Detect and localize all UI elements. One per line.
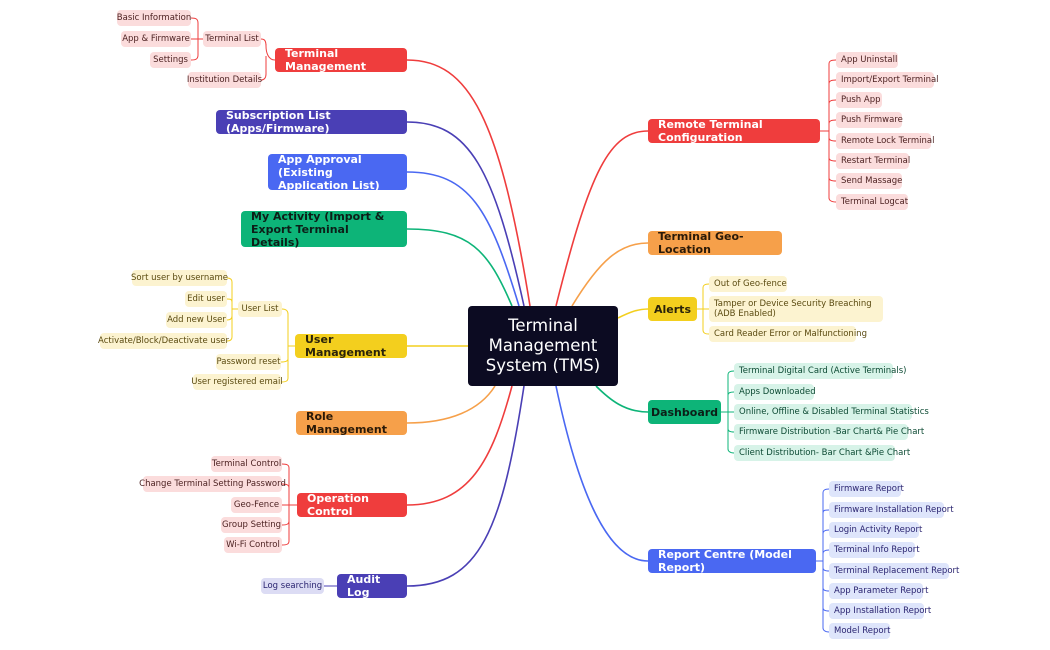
node-basic-information[interactable]: Basic Information	[117, 10, 191, 26]
node-terminal-info-report[interactable]: Terminal Info Report	[829, 542, 920, 558]
link-tm-sub	[260, 38, 276, 81]
node-user-registered-email[interactable]: User registered email	[191, 374, 283, 390]
link-user-list-items	[226, 277, 238, 342]
node-terminal-replacement-report[interactable]: Terminal Replacement Report	[829, 563, 959, 579]
link-report-centre	[555, 385, 649, 562]
node-institution-details[interactable]: Institution Details	[187, 72, 262, 88]
link-alerts	[617, 308, 649, 319]
node-app-uninstall[interactable]: App Uninstall	[836, 52, 898, 68]
node-terminal-control[interactable]: Terminal Control	[211, 456, 282, 472]
node-log-searching[interactable]: Log searching	[261, 578, 324, 594]
branch-dashboard[interactable]: Dashboard	[648, 400, 721, 424]
link-dashboard	[595, 385, 649, 413]
node-restart-terminal[interactable]: Restart Terminal	[836, 153, 910, 169]
node-password-reset[interactable]: Password reset	[216, 354, 281, 370]
link-oc-items	[281, 463, 297, 546]
node-group-setting[interactable]: Group Setting	[221, 517, 282, 533]
node-user-list[interactable]: User List	[238, 301, 282, 317]
node-import-export-terminal[interactable]: Import/Export Terminal	[836, 72, 939, 88]
link-subscription-list	[406, 121, 525, 307]
branch-operation-control[interactable]: Operation Control	[297, 492, 407, 518]
node-terminal-digital-card[interactable]: Terminal Digital Card (Active Terminals)	[734, 363, 906, 379]
link-audit-log	[406, 385, 525, 587]
central-topic[interactable]: Terminal Management System (TMS)	[468, 306, 618, 386]
node-edit-user[interactable]: Edit user	[185, 291, 227, 307]
branch-subscription-list[interactable]: Subscription List (Apps/Firmware)	[216, 109, 407, 135]
node-activate-block-user[interactable]: Activate/Block/Deactivate user	[98, 333, 229, 349]
node-app-parameter-report[interactable]: App Parameter Report	[829, 583, 928, 599]
node-apps-downloaded[interactable]: Apps Downloaded	[734, 384, 816, 400]
branch-role-management[interactable]: Role Management	[296, 410, 407, 436]
branch-report-centre[interactable]: Report Centre (Model Report)	[648, 548, 816, 574]
link-terminal-list-items	[190, 17, 203, 61]
node-tamper-security-breach[interactable]: Tamper or Device Security Breaching (ADB…	[709, 296, 883, 322]
node-sort-user[interactable]: Sort user by username	[131, 270, 228, 286]
node-model-report[interactable]: Model Report	[829, 623, 890, 639]
node-firmware-distribution[interactable]: Firmware Distribution -Bar Chart& Pie Ch…	[734, 424, 924, 440]
node-terminal-list[interactable]: Terminal List	[203, 31, 261, 47]
branch-user-management[interactable]: User Management	[295, 333, 407, 359]
link-operation-control	[406, 385, 513, 506]
link-um-sub	[280, 308, 295, 383]
node-login-activity-report[interactable]: Login Activity Report	[829, 522, 922, 538]
node-geo-fence[interactable]: Geo-Fence	[231, 497, 282, 513]
node-send-massage[interactable]: Send Massage	[836, 173, 902, 189]
node-change-terminal-setting-password[interactable]: Change Terminal Setting Password	[139, 476, 286, 492]
branch-alerts[interactable]: Alerts	[648, 297, 697, 321]
branch-my-activity[interactable]: My Activity (Import & Export Terminal De…	[241, 210, 407, 249]
link-terminal-geo-location	[571, 242, 649, 307]
node-client-distribution[interactable]: Client Distribution- Bar Chart &Pie Char…	[734, 445, 910, 461]
link-remote-terminal-configuration	[555, 130, 649, 307]
branch-audit-log[interactable]: Audit Log	[337, 573, 407, 599]
link-my-activity	[406, 228, 513, 307]
node-terminal-statistics[interactable]: Online, Offline & Disabled Terminal Stat…	[734, 404, 929, 420]
node-push-firmware[interactable]: Push Firmware	[836, 112, 903, 128]
branch-app-approval[interactable]: App Approval (Existing Application List)	[268, 153, 407, 192]
node-app-firmware[interactable]: App & Firmware	[121, 31, 191, 47]
branch-terminal-management[interactable]: Terminal Management	[275, 47, 407, 73]
node-firmware-installation-report[interactable]: Firmware Installation Report	[829, 502, 954, 518]
branch-remote-terminal-configuration[interactable]: Remote Terminal Configuration	[648, 118, 820, 144]
link-alerts-items	[697, 283, 710, 335]
link-terminal-management	[406, 59, 531, 307]
link-rtc-items	[820, 59, 837, 203]
node-card-reader-error[interactable]: Card Reader Error or Malfunctioning	[709, 326, 867, 342]
link-app-approval	[406, 171, 520, 307]
link-report-items	[816, 488, 830, 633]
node-remote-lock-terminal[interactable]: Remote Lock Terminal	[836, 133, 935, 149]
node-out-of-geo-fence[interactable]: Out of Geo-fence	[709, 276, 787, 292]
node-add-new-user[interactable]: Add new User	[166, 312, 227, 328]
node-firmware-report[interactable]: Firmware Report	[829, 481, 904, 497]
node-wifi-control[interactable]: Wi-Fi Control	[224, 537, 282, 553]
branch-terminal-geo-location[interactable]: Terminal Geo-Location	[648, 230, 782, 256]
link-role-management	[406, 385, 496, 424]
link-dashboard-items	[721, 370, 735, 454]
node-push-app[interactable]: Push App	[836, 92, 882, 108]
node-app-installation-report[interactable]: App Installation Report	[829, 603, 931, 619]
node-settings[interactable]: Settings	[150, 52, 191, 68]
node-terminal-logcat[interactable]: Terminal Logcat	[836, 194, 908, 210]
